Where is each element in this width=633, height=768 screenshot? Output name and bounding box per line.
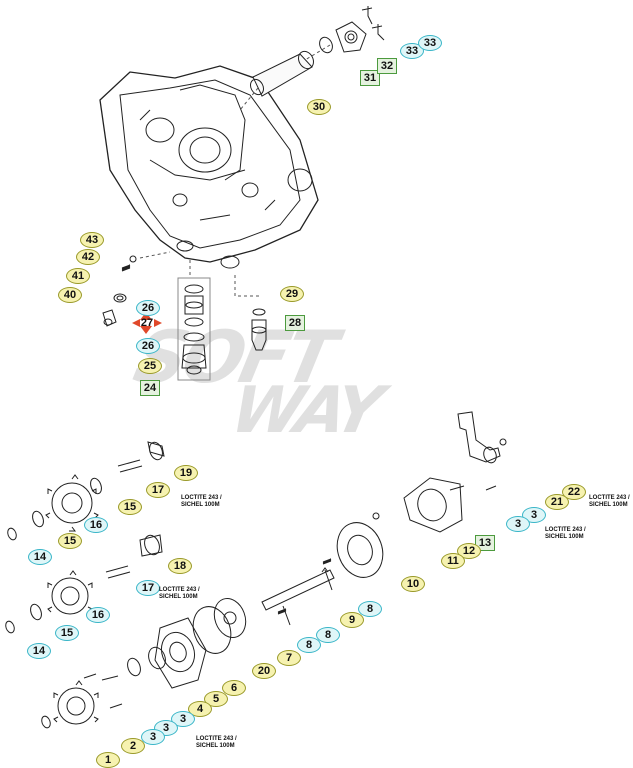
callout-22: 22 xyxy=(562,484,586,500)
callout-30: 30 xyxy=(307,99,331,115)
callout-21: 21 xyxy=(545,494,569,510)
callout-26-lower: 26 xyxy=(136,338,160,354)
note-line: LOCTITE 243 / xyxy=(589,495,630,501)
callout-32: 32 xyxy=(377,58,397,74)
callout-1: 1 xyxy=(96,752,120,768)
callout-17-lower: 17 xyxy=(136,580,160,596)
callout-15-upper-right: 15 xyxy=(118,499,142,515)
callout-15-upper-left: 15 xyxy=(58,533,82,549)
callout-9: 9 xyxy=(340,612,364,628)
note-loctite-3-lower: LOCTITE 243 / SICHEL 100M xyxy=(196,736,237,750)
note-line: LOCTITE 243 / xyxy=(196,736,237,742)
sprocket-upper xyxy=(7,441,165,541)
callout-8-left: 8 xyxy=(297,637,321,653)
cover-13 xyxy=(372,477,497,533)
callout-26-upper: 26 xyxy=(136,300,160,316)
callout-8-middle: 8 xyxy=(316,627,340,643)
highlight-arrows xyxy=(132,312,162,334)
callout-2: 2 xyxy=(121,738,145,754)
pump-housing xyxy=(127,522,384,689)
note-line: SICHEL 100M xyxy=(545,534,584,540)
callout-18: 18 xyxy=(168,558,192,574)
callout-10: 10 xyxy=(401,576,425,592)
cover-32 xyxy=(335,21,367,53)
callout-14-upper: 14 xyxy=(28,549,52,565)
sprocket-lower xyxy=(41,673,123,729)
note-line: SICHEL 100M xyxy=(159,594,198,600)
callout-3-lower-a: 3 xyxy=(171,711,195,727)
filter-group-box xyxy=(177,277,211,381)
callout-4: 4 xyxy=(188,701,212,717)
watermark-line-2: WAY xyxy=(225,374,396,448)
callout-14-lower: 14 xyxy=(27,643,51,659)
callout-16-lower: 16 xyxy=(86,607,110,623)
callout-33-right: 33 xyxy=(418,35,442,51)
callout-19: 19 xyxy=(174,465,198,481)
note-loctite-22: LOCTITE 243 / SICHEL 100M xyxy=(589,495,630,509)
o-ring-31 xyxy=(319,36,333,54)
callout-31: 31 xyxy=(360,70,380,86)
callout-33-left: 33 xyxy=(400,43,424,59)
note-line: LOCTITE 243 / xyxy=(545,527,586,533)
leader-lines xyxy=(139,44,331,297)
watermark-line-1: SOFT xyxy=(127,316,349,400)
callout-17-upper: 17 xyxy=(146,482,170,498)
callout-28: 28 xyxy=(285,315,305,331)
callout-11: 11 xyxy=(441,553,465,569)
callout-3-right-lower: 3 xyxy=(506,516,530,532)
note-line: LOCTITE 243 / xyxy=(181,495,222,501)
callout-25: 25 xyxy=(138,358,162,374)
note-loctite-17-lower: LOCTITE 243 / SICHEL 100M xyxy=(159,587,200,601)
note-line: LOCTITE 243 / xyxy=(159,587,200,593)
note-loctite-17-upper: LOCTITE 243 / SICHEL 100M xyxy=(181,495,222,509)
callout-29: 29 xyxy=(280,286,304,302)
sprocket-middle xyxy=(5,534,163,634)
spring-assembly-40-43 xyxy=(102,255,137,327)
note-line: SICHEL 100M xyxy=(589,502,628,508)
callout-16-upper: 16 xyxy=(84,517,108,533)
callout-8-right: 8 xyxy=(358,601,382,617)
callout-7: 7 xyxy=(277,650,301,666)
callout-42: 42 xyxy=(76,249,100,265)
callout-15-lower: 15 xyxy=(55,625,79,641)
watermark: SOFT WAY xyxy=(127,316,395,448)
note-line: SICHEL 100M xyxy=(181,502,220,508)
lever-21-22 xyxy=(457,411,507,464)
callout-41: 41 xyxy=(66,268,90,284)
callout-3-lower-c: 3 xyxy=(141,729,165,745)
note-line: SICHEL 100M xyxy=(196,743,235,749)
callout-5: 5 xyxy=(204,691,228,707)
callout-27: 27 xyxy=(140,317,154,329)
crankcase xyxy=(99,65,319,269)
callout-40: 40 xyxy=(58,287,82,303)
plug-28-29 xyxy=(251,308,267,351)
callout-20: 20 xyxy=(252,663,276,679)
screws-33 xyxy=(361,6,385,41)
callout-24: 24 xyxy=(140,380,160,396)
callout-12: 12 xyxy=(457,543,481,559)
oil-pipe xyxy=(250,50,314,97)
note-loctite-3-right: LOCTITE 243 / SICHEL 100M xyxy=(545,527,586,541)
callout-6: 6 xyxy=(222,680,246,696)
callout-43: 43 xyxy=(80,232,104,248)
